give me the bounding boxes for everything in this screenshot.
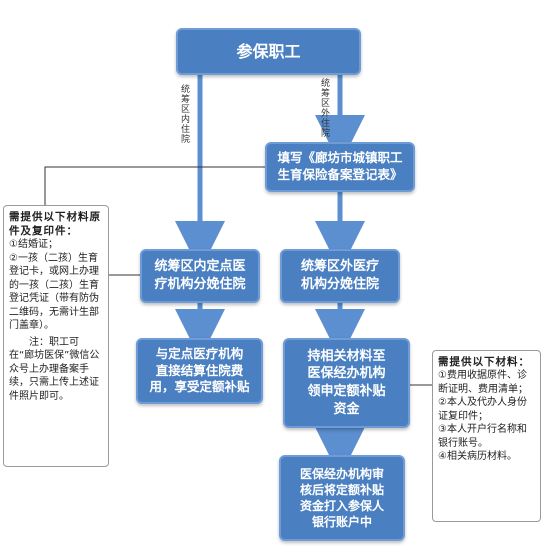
node-inside-hospital: 统筹区内定点医 疗机构分娩住院 xyxy=(140,249,260,303)
node-transfer-subsidy-label: 医保经办机构审 核后将定额补贴 资金打入参保人 银行账户中 xyxy=(299,466,384,530)
connector-register-to-left-note xyxy=(44,166,265,205)
node-transfer-subsidy: 医保经办机构审 核后将定额补贴 资金打入参保人 银行账户中 xyxy=(279,455,405,541)
right-note-heading: 需提供以下材料： xyxy=(438,356,530,368)
left-note-heading: 需提供以下材料原件及复印件： xyxy=(9,211,101,238)
node-insured-employee-label: 参保职工 xyxy=(236,41,301,61)
right-materials-note: 需提供以下材料： ①费用收据原件、诊断证明、费用清单； ②本人及代办人身份证复印… xyxy=(432,350,541,522)
left-note-remark: 注：职工可在“廊坊医保”微信公众号上办理备案手续，只需上传上述证件照片即可。 xyxy=(9,336,100,402)
right-note-item: ①费用收据原件、诊断证明、费用清单； xyxy=(438,370,528,395)
label-inside-area: 统筹区内住院 xyxy=(179,84,189,144)
node-outside-hospital: 统筹区外医疗 机构分娩住院 xyxy=(280,249,400,303)
label-outside-area: 统筹区外住院 xyxy=(319,78,329,138)
right-note-item: ④相关病历材料。 xyxy=(438,451,517,463)
node-inside-hospital-label: 统筹区内定点医 疗机构分娩住院 xyxy=(154,259,246,292)
node-apply-subsidy-label: 持相关材料至 医保经办机构 领申定额补贴 资金 xyxy=(307,348,386,417)
left-materials-note: 需提供以下材料原件及复印件： ①结婚证； ②一孩（二孩）生育登记卡，或网上办理的… xyxy=(3,205,109,467)
node-apply-subsidy: 持相关材料至 医保经办机构 领申定额补贴 资金 xyxy=(283,338,410,428)
left-note-item: ①结婚证； xyxy=(9,239,58,251)
node-register-form: 填写《廊坊市城镇职工 生育保险备案登记表》 xyxy=(265,142,415,192)
node-outside-hospital-label: 统筹区外医疗 机构分娩住院 xyxy=(300,259,379,292)
left-note-item: ②一孩（二孩）生育登记卡，或网上办理的一孩（二孩）生育登记凭证（带有防伪二维码，… xyxy=(9,252,99,332)
node-direct-settlement-label: 与定点医疗机构 直接结算住院费 用，享受定额补贴 xyxy=(149,345,250,395)
node-direct-settlement: 与定点医疗机构 直接结算住院费 用，享受定额补贴 xyxy=(136,338,263,404)
node-register-form-label: 填写《廊坊市城镇职工 生育保险备案登记表》 xyxy=(277,150,403,182)
right-note-item: ③本人开户行名称和银行账号。 xyxy=(438,424,527,449)
right-note-item: ②本人及代办人身份证复印件； xyxy=(438,397,527,422)
node-insured-employee: 参保职工 xyxy=(176,28,361,75)
